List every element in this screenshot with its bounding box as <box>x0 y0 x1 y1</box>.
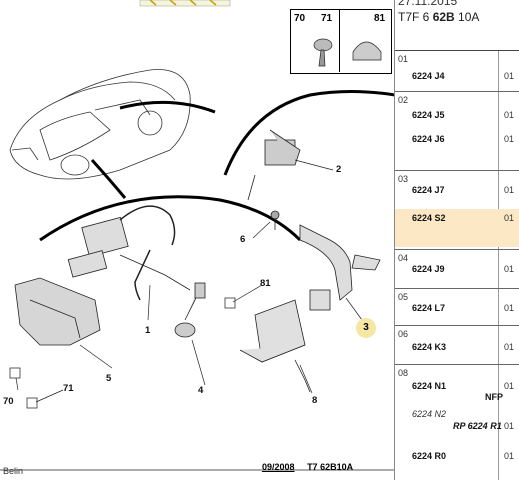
part-qty: 01 <box>504 381 515 391</box>
callout-1[interactable]: 1 <box>145 325 151 336</box>
ref-prefix: T7F 6 <box>398 10 433 24</box>
replacement-note: RP 6224 R1 <box>453 421 502 431</box>
callout-6[interactable]: 6 <box>240 234 246 245</box>
footer-date: 09/2008 <box>262 462 295 472</box>
group-04: 04 6224 J9 01 <box>395 250 519 289</box>
part-6-screw <box>270 210 280 230</box>
list-item[interactable]: 6224 J4 01 <box>395 67 519 87</box>
callout-71[interactable]: 71 <box>63 383 74 394</box>
list-item[interactable]: 6224 N2 <box>395 405 519 425</box>
part-1-actuator <box>67 205 191 301</box>
list-item-selected[interactable]: 6224 S2 01 <box>395 209 519 247</box>
box-label-70[interactable]: 70 <box>294 13 306 24</box>
group-06: 06 6224 K3 01 <box>395 326 519 365</box>
part-code: 6224 J4 <box>412 71 445 81</box>
part-qty: 01 <box>504 303 515 313</box>
part-code: 6224 J7 <box>412 185 445 195</box>
diagram-footer: 09/2008 T7 62B10A <box>262 462 353 472</box>
part-qty: 01 <box>504 264 515 274</box>
group-02: 02 6224 J5 01 6224 J6 01 <box>395 92 519 171</box>
panel-ref: T7F 6 62B 10A <box>398 10 479 24</box>
group-number: 04 <box>398 253 409 263</box>
part-code: 6224 J5 <box>412 110 445 120</box>
part-qty: 01 <box>504 421 515 431</box>
exploded-view-drawing <box>0 0 394 471</box>
panel-date: 27.11.2015 <box>398 0 458 8</box>
group-number: 08 <box>398 368 409 378</box>
part-qty: 01 <box>504 342 515 352</box>
car-outline <box>9 69 191 180</box>
nfp-label: NFP <box>485 392 503 402</box>
nfp-row: NFP <box>395 392 519 412</box>
part-code: 6224 L7 <box>412 303 446 313</box>
part-qty: 01 <box>504 110 515 120</box>
ref-bold: 62B <box>432 10 455 24</box>
part-qty: 01 <box>504 134 515 144</box>
box-label-81[interactable]: 81 <box>374 13 386 24</box>
list-item[interactable]: 6224 J9 01 <box>395 260 519 280</box>
part-code: 6224 J6 <box>412 134 445 144</box>
list-item[interactable]: 6224 N1 01 <box>395 377 519 397</box>
callout-81[interactable]: 81 <box>260 278 271 289</box>
parts-diagram: 1 2 3 4 5 6 8 70 71 81 70 71 81 09/2008 … <box>0 0 394 476</box>
ref-suffix: 10A <box>454 10 480 24</box>
group-number: 01 <box>398 54 409 64</box>
part-5-module <box>14 277 101 346</box>
group-number: 02 <box>398 95 409 105</box>
parts-list-panel: 27.11.2015 T7F 6 62B 10A 01 6224 J4 01 0… <box>394 0 519 480</box>
part-qty: 01 <box>504 185 515 195</box>
part-code: 6224 J9 <box>412 264 445 274</box>
footer-ref: T7 62B10A <box>307 462 354 472</box>
bottom-left-label: Belin <box>3 466 24 476</box>
panel-header-divider <box>395 50 519 51</box>
part-code: 6224 K3 <box>412 342 447 352</box>
part-code: 6224 S2 <box>412 213 446 223</box>
part-8-ecu <box>239 299 311 393</box>
callout-2[interactable]: 2 <box>336 164 342 175</box>
part-code: 6224 N2 <box>412 409 447 419</box>
group-number: 06 <box>398 329 409 339</box>
list-item[interactable]: 6224 J6 01 <box>395 130 519 150</box>
list-item[interactable]: 6224 L7 01 <box>395 299 519 319</box>
qty-column-rule <box>498 51 499 480</box>
box-divider <box>339 9 340 72</box>
group-03: 03 6224 J7 01 6224 S2 01 <box>395 171 519 250</box>
list-item[interactable]: 6224 J7 01 <box>395 181 519 201</box>
callout-5[interactable]: 5 <box>106 373 112 384</box>
group-01: 01 6224 J4 01 <box>395 51 519 92</box>
list-item[interactable]: 6224 K3 01 <box>395 338 519 358</box>
group-number: 05 <box>398 292 409 302</box>
group-05: 05 6224 L7 01 <box>395 289 519 326</box>
callout-70[interactable]: 70 <box>3 396 14 407</box>
list-item[interactable]: 6224 R0 01 <box>395 447 519 467</box>
callout-8[interactable]: 8 <box>312 395 318 406</box>
box-label-71[interactable]: 71 <box>321 13 333 24</box>
part-qty: 01 <box>504 451 515 461</box>
part-2-sensor <box>247 129 301 201</box>
part-qty: 01 <box>504 213 515 223</box>
part-code: 6224 N1 <box>412 381 447 391</box>
group-08: 08 6224 N1 01 NFP 6224 N2 RP 6224 R1 01 … <box>395 365 519 480</box>
part-code: 6224 R0 <box>412 451 447 461</box>
fastener-icons <box>313 38 382 67</box>
part-4-clip <box>174 282 206 338</box>
callout-4[interactable]: 4 <box>198 385 204 396</box>
list-item[interactable]: RP 6224 R1 01 <box>395 417 519 437</box>
part-3-bracket <box>299 224 381 311</box>
part-qty: 01 <box>504 71 515 81</box>
fastener-legend-box: 70 71 81 <box>290 9 392 74</box>
list-item[interactable]: 6224 J5 01 <box>395 106 519 126</box>
callout-3-highlighted[interactable]: 3 <box>356 318 376 338</box>
group-number: 03 <box>398 174 409 184</box>
